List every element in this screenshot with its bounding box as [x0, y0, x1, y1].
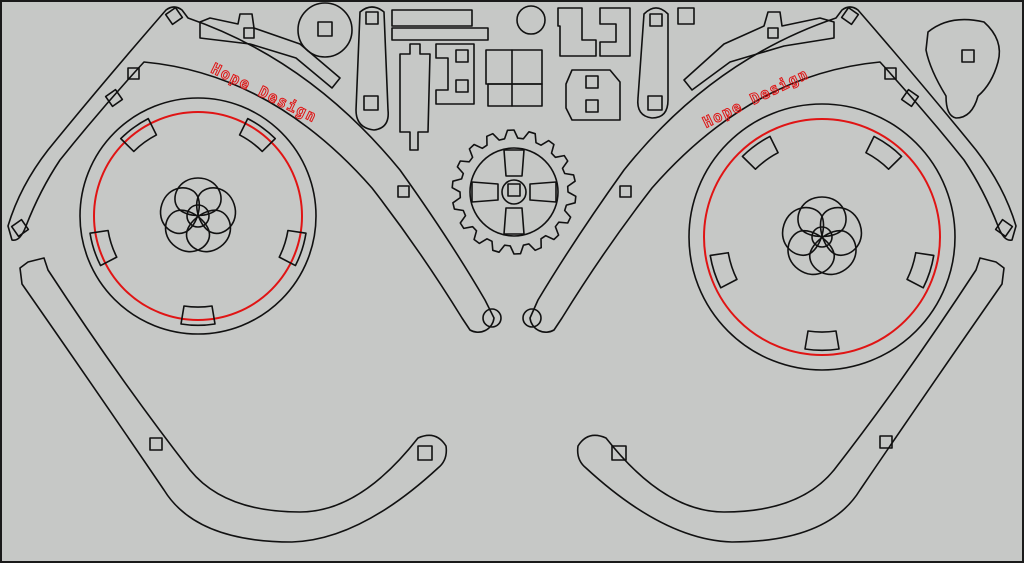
- left-lower-arm: [19, 257, 448, 543]
- top-small-parts: [199, 2, 1001, 151]
- left-arch-frame: [7, 6, 502, 333]
- right-wheel-engrave-ring: [703, 118, 941, 356]
- right-arch-frame: [522, 6, 1017, 333]
- left-wheel-hub: [186, 204, 210, 228]
- drive-gear: [451, 129, 577, 255]
- left-wheel-engrave-ring: [93, 111, 303, 321]
- left-wheel-outer-cut: [79, 97, 317, 335]
- right-wheel-assembly: [688, 103, 956, 371]
- left-wheel-assembly: [79, 97, 317, 335]
- right-wheel-hub: [811, 226, 833, 248]
- right-wheel-outer-cut: [688, 103, 956, 371]
- right-lower-arm: [576, 257, 1005, 543]
